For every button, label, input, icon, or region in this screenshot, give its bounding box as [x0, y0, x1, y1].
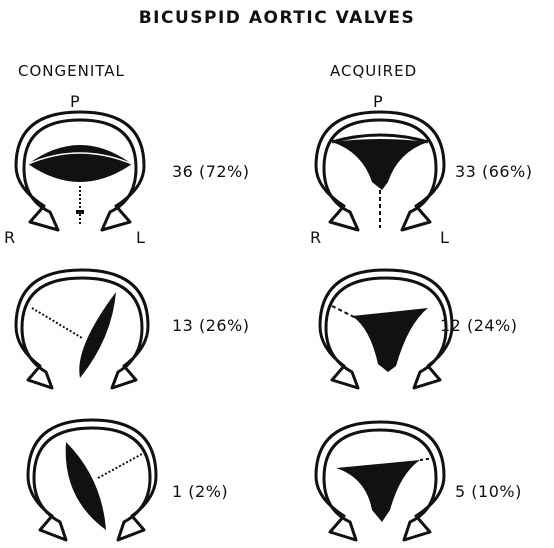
congenital-count-2: 13 (26%) [172, 316, 250, 335]
congenital-count-3: 1 (2%) [172, 482, 228, 501]
figure-title: BICUSPID AORTIC VALVES [0, 8, 554, 28]
acquired-valve-type-3 [310, 418, 450, 548]
acquired-count-2: 12 (24%) [440, 316, 518, 335]
acquired-valve-type-2 [316, 268, 456, 398]
congenital-valve-type-3 [22, 418, 162, 548]
acquired-valve-type-1 [310, 108, 450, 238]
congenital-heading: CONGENITAL [18, 62, 125, 80]
acquired-heading: ACQUIRED [330, 62, 417, 80]
acquired-count-1: 33 (66%) [455, 162, 533, 181]
congenital-count-1: 36 (72%) [172, 162, 250, 181]
congenital-valve-type-2 [12, 268, 152, 398]
congenital-valve-type-1 [10, 108, 150, 238]
acquired-count-3: 5 (10%) [455, 482, 522, 501]
